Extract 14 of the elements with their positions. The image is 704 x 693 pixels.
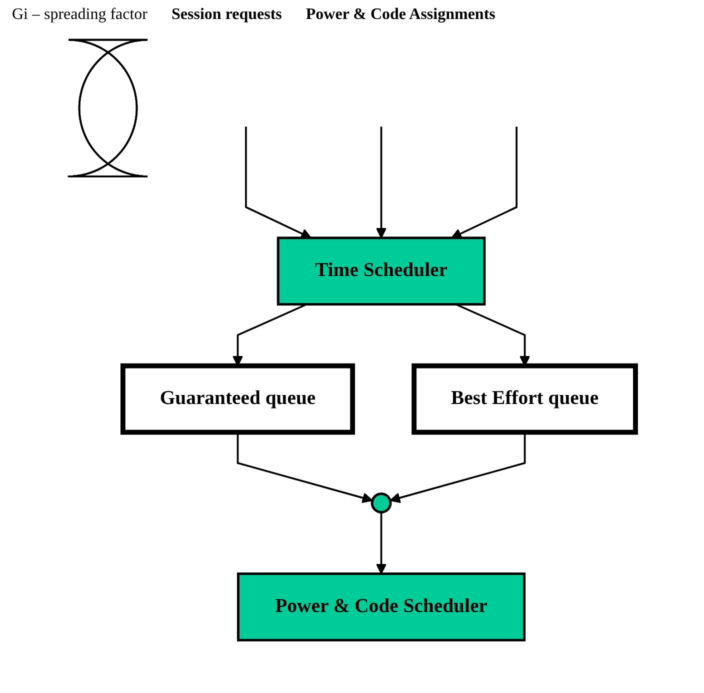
annotation-text: Power & Code Assignments — [306, 6, 496, 24]
arrow — [236, 432, 373, 504]
arrow — [376, 126, 387, 238]
arrow — [451, 126, 518, 239]
arrow — [390, 432, 526, 504]
arrow — [376, 512, 387, 574]
node-box: Best Effort queue — [412, 363, 638, 435]
heading-text: Gi – spreading factor — [12, 6, 148, 24]
arrow — [245, 126, 312, 239]
node-box: Time Scheduler — [276, 236, 486, 306]
annotation-text: Session requests — [172, 6, 282, 24]
node-circle — [370, 492, 392, 514]
node-box: Guaranteed queue — [120, 363, 356, 435]
node-box: Power & Code Scheduler — [237, 572, 526, 642]
